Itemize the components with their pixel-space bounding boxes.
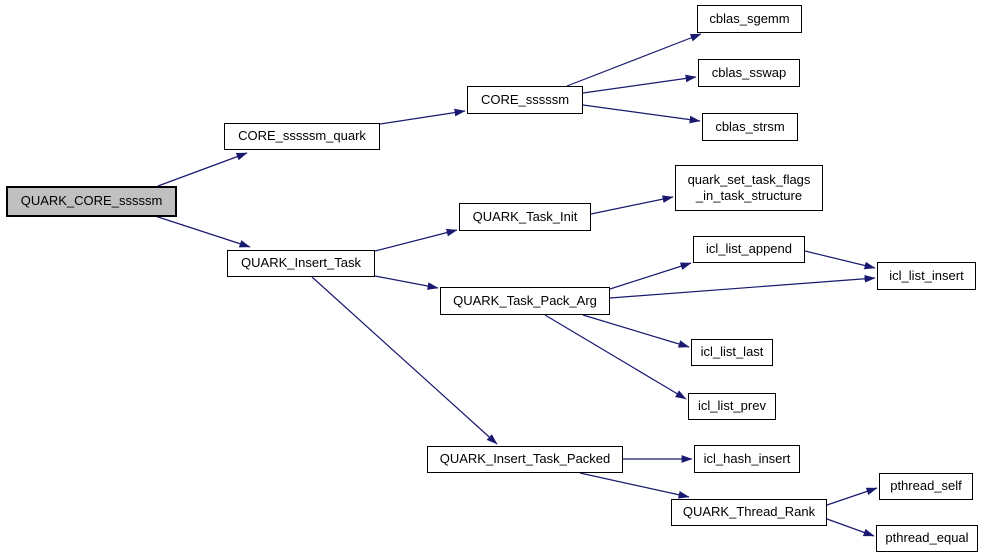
edge-icl-list-append--icl-list-insert bbox=[804, 250, 876, 270]
node-label: CORE_sssssm_quark bbox=[238, 128, 366, 144]
edge-core-sssssm--cblas-sgemm bbox=[566, 33, 702, 87]
node-label: QUARK_Thread_Rank bbox=[682, 504, 816, 520]
node-label: icl_list_append bbox=[705, 241, 792, 257]
edge-core-sssssm-quark--core-sssssm bbox=[379, 108, 466, 125]
edge-core-sssssm--cblas-strsm bbox=[582, 104, 701, 124]
node-label: QUARK_Task_Pack_Arg bbox=[453, 292, 597, 308]
node-label: icl_list_last bbox=[700, 344, 764, 360]
edge-quark-task-pack-arg--icl-list-last bbox=[582, 314, 690, 348]
node-icl-list-last[interactable]: icl_list_last bbox=[691, 339, 773, 366]
node-label: icl_list_insert bbox=[889, 267, 964, 283]
node-label: cblas_strsm bbox=[715, 118, 785, 134]
edge-quark-task-pack-arg--icl-list-insert bbox=[609, 274, 876, 299]
edge-quark-core-sssssm--core-sssssm-quark bbox=[157, 152, 248, 187]
node-label: QUARK_Insert_Task_Packed bbox=[439, 451, 611, 467]
node-cblas-sgemm[interactable]: cblas_sgemm bbox=[697, 5, 802, 33]
node-label: cblas_sswap bbox=[711, 64, 787, 80]
node-icl-list-insert[interactable]: icl_list_insert bbox=[877, 262, 976, 290]
node-label-line: quark_set_task_flags bbox=[687, 171, 811, 187]
edge-quark-task-pack-arg--icl-list-prev bbox=[544, 314, 687, 400]
edge-quark-insert-task--quark-task-pack-arg bbox=[374, 275, 439, 290]
node-label: cblas_sgemm bbox=[709, 10, 790, 26]
node-quark-set-task-flags[interactable]: quark_set_task_flags_in_task_structure bbox=[675, 165, 823, 211]
edge-quark-insert-task--quark-insert-task-packed bbox=[311, 276, 498, 445]
node-pthread-self[interactable]: pthread_self bbox=[879, 473, 973, 500]
node-icl-list-prev[interactable]: icl_list_prev bbox=[688, 393, 776, 420]
node-quark-task-pack-arg[interactable]: QUARK_Task_Pack_Arg bbox=[440, 287, 610, 315]
node-label: pthread_self bbox=[890, 478, 962, 494]
edge-quark-task-pack-arg--icl-list-append bbox=[609, 262, 692, 290]
edge-core-sssssm--cblas-sswap bbox=[582, 74, 697, 94]
node-quark-thread-rank[interactable]: QUARK_Thread_Rank bbox=[671, 499, 827, 526]
node-quark-insert-task[interactable]: QUARK_Insert_Task bbox=[227, 250, 375, 277]
node-icl-list-append[interactable]: icl_list_append bbox=[693, 236, 805, 263]
node-label: CORE_sssssm bbox=[480, 91, 570, 107]
node-label: icl_list_prev bbox=[698, 398, 766, 414]
node-label: QUARK_CORE_sssssm bbox=[20, 193, 163, 209]
node-quark-task-init[interactable]: QUARK_Task_Init bbox=[459, 203, 591, 231]
node-icl-hash-insert[interactable]: icl_hash_insert bbox=[694, 445, 800, 473]
node-quark-core-sssssm[interactable]: QUARK_CORE_sssssm bbox=[6, 186, 177, 217]
node-cblas-strsm[interactable]: cblas_strsm bbox=[702, 113, 798, 141]
edge-quark-thread-rank--pthread-equal bbox=[826, 518, 875, 537]
node-pthread-equal[interactable]: pthread_equal bbox=[876, 525, 978, 552]
node-label: QUARK_Task_Init bbox=[472, 208, 578, 224]
node-core-sssssm[interactable]: CORE_sssssm bbox=[467, 86, 583, 114]
edge-quark-insert-task-packed--quark-thread-rank bbox=[579, 472, 690, 499]
edge-quark-thread-rank--pthread-self bbox=[826, 487, 878, 506]
node-label: icl_hash_insert bbox=[703, 450, 791, 466]
edge-quark-insert-task--quark-task-init bbox=[374, 228, 458, 252]
node-quark-insert-task-packed[interactable]: QUARK_Insert_Task_Packed bbox=[427, 446, 623, 473]
node-label-line: _in_task_structure bbox=[695, 188, 803, 203]
edge-quark-task-init--quark-set-task-flags bbox=[590, 195, 674, 215]
node-label: QUARK_Insert_Task bbox=[241, 255, 361, 271]
node-core-sssssm-quark[interactable]: CORE_sssssm_quark bbox=[224, 123, 380, 150]
node-cblas-sswap[interactable]: cblas_sswap bbox=[698, 59, 800, 87]
node-label: pthread_equal bbox=[885, 530, 969, 546]
edge-quark-core-sssssm--quark-insert-task bbox=[154, 215, 251, 248]
